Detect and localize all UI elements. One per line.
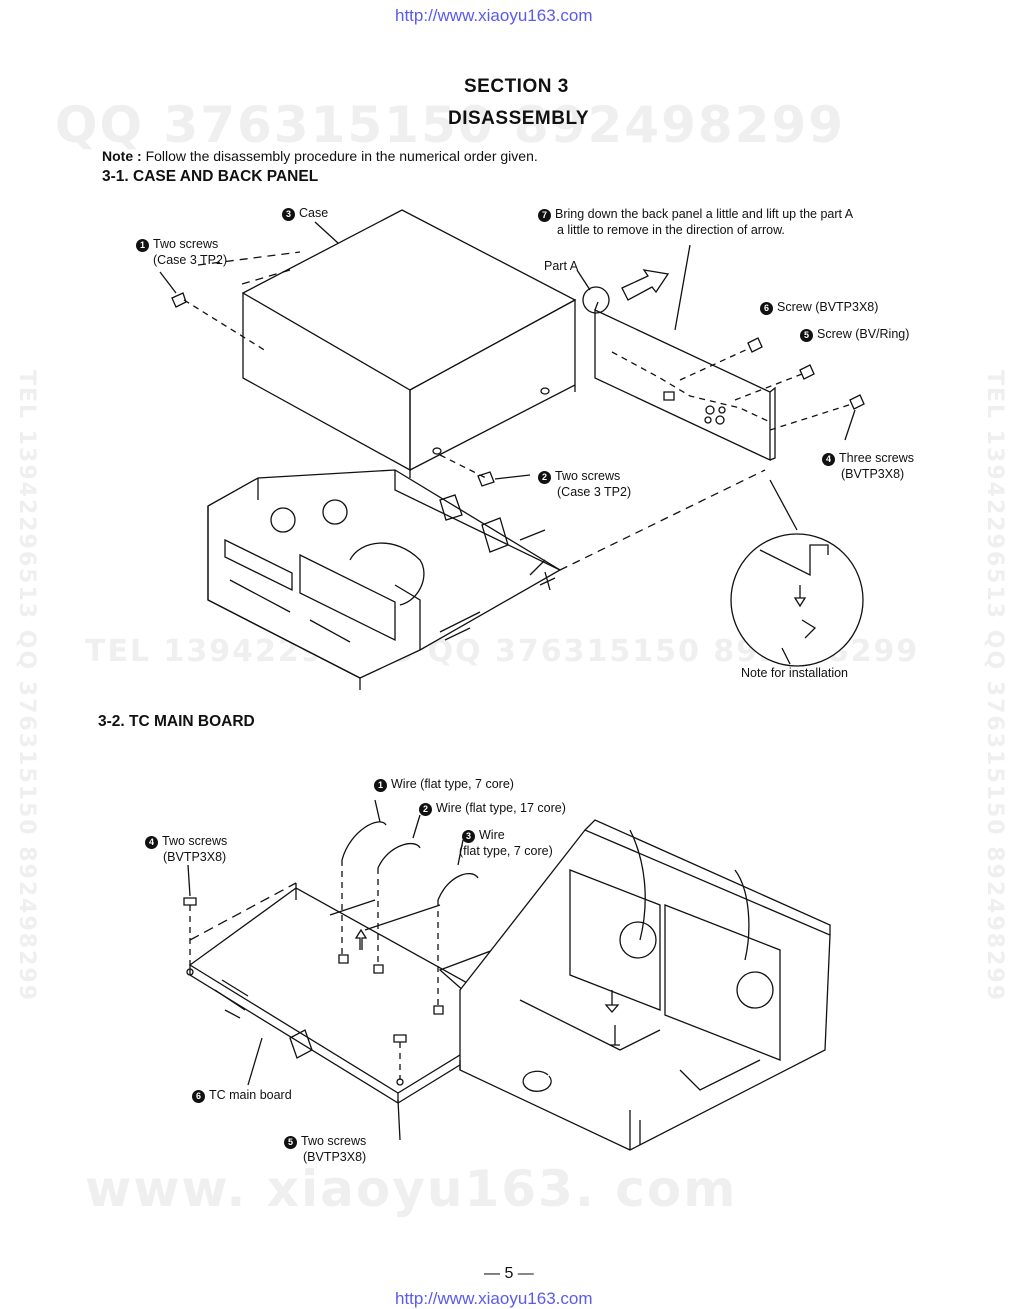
label-note-for-installation: Note for installation xyxy=(741,666,849,680)
label-text: Two screws xyxy=(153,237,219,251)
step-number: 1 xyxy=(374,779,387,792)
label-text: Case xyxy=(299,206,329,220)
label-bring-down-back-panel: 7 Bring down the back panel a little and … xyxy=(538,206,853,238)
step-number: 6 xyxy=(760,302,773,315)
section-number: SECTION 3 xyxy=(464,76,569,97)
label-tc-main-board: 6 TC main board xyxy=(192,1087,292,1103)
watermark-top: QQ 376315150 892498299 xyxy=(55,96,846,154)
label-text: Two screws xyxy=(162,834,228,848)
label-text: (Case 3 TP2) xyxy=(153,253,228,267)
step-number: 2 xyxy=(419,803,432,816)
label-text: (Case 3 TP2) xyxy=(557,485,632,499)
step-number: 3 xyxy=(282,208,295,221)
label-text: a little to remove in the direction of a… xyxy=(557,223,785,237)
label-text: Two screws xyxy=(555,469,621,483)
label-wire-3: 3 Wire (flat type, 7 core) xyxy=(459,827,553,859)
step-number: 5 xyxy=(284,1136,297,1149)
footer-url[interactable]: http://www.xiaoyu163.com xyxy=(395,1289,593,1308)
label-two-screws-1: 1 Two screws (Case 3 TP2) xyxy=(136,236,227,268)
label-screw-5: 5 Screw (BV/Ring) xyxy=(800,326,909,342)
label-two-screws-5: 5 Two screws (BVTP3X8) xyxy=(284,1133,366,1165)
label-text: Wire xyxy=(479,828,505,842)
label-text: Bring down the back panel a little and l… xyxy=(555,207,854,221)
note-text: Follow the disassembly procedure in the … xyxy=(145,148,538,164)
step-number: 1 xyxy=(136,239,149,252)
note-label: Note : xyxy=(102,148,142,164)
step-number: 5 xyxy=(800,329,813,342)
label-text: Two screws xyxy=(301,1134,367,1148)
label-wire-1: 1 Wire (flat type, 7 core) xyxy=(374,776,514,792)
note: Note : Follow the disassembly procedure … xyxy=(102,148,538,164)
label-text: Three screws xyxy=(839,451,915,465)
label-three-screws-4: 4 Three screws (BVTP3X8) xyxy=(822,450,914,482)
label-text: TC main board xyxy=(209,1088,292,1102)
section-title: DISASSEMBLY xyxy=(448,108,589,129)
label-text: (BVTP3X8) xyxy=(303,1150,367,1164)
watermark-side-left: TEL 13942296513 QQ 376315150 892498299 xyxy=(14,370,39,1003)
label-part-a: Part A xyxy=(544,259,579,273)
label-text: (BVTP3X8) xyxy=(841,467,905,481)
page-number: — 5 — xyxy=(484,1265,534,1282)
label-screw-6: 6 Screw (BVTP3X8) xyxy=(760,299,878,315)
step-number: 6 xyxy=(192,1090,205,1103)
label-text: Wire (flat type, 7 core) xyxy=(391,777,514,791)
header-url[interactable]: http://www.xiaoyu163.com xyxy=(395,6,593,25)
label-wire-2: 2 Wire (flat type, 17 core) xyxy=(419,800,566,816)
step-number: 2 xyxy=(538,471,551,484)
step-number: 3 xyxy=(462,830,475,843)
heading-tc-main-board: 3-2. TC MAIN BOARD xyxy=(98,713,255,730)
label-text: (flat type, 7 core) xyxy=(459,844,553,858)
watermark-bottom: www. xiaoyu163. com xyxy=(85,1160,738,1218)
label-two-screws-2: 2 Two screws (Case 3 TP2) xyxy=(538,468,631,500)
step-number: 4 xyxy=(145,836,158,849)
label-text: Wire (flat type, 17 core) xyxy=(436,801,566,815)
label-text: (BVTP3X8) xyxy=(163,850,227,864)
step-number: 7 xyxy=(538,209,551,222)
label-two-screws-4: 4 Two screws (BVTP3X8) xyxy=(145,833,227,865)
label-text: Screw (BV/Ring) xyxy=(817,327,910,341)
watermark-side-right: TEL 13942296513 QQ 376315150 892498299 xyxy=(982,370,1007,1003)
heading-case-back-panel: 3-1. CASE AND BACK PANEL xyxy=(102,168,319,185)
label-case: 3 Case xyxy=(282,205,328,221)
label-text: Screw (BVTP3X8) xyxy=(777,300,879,314)
step-number: 4 xyxy=(822,453,835,466)
